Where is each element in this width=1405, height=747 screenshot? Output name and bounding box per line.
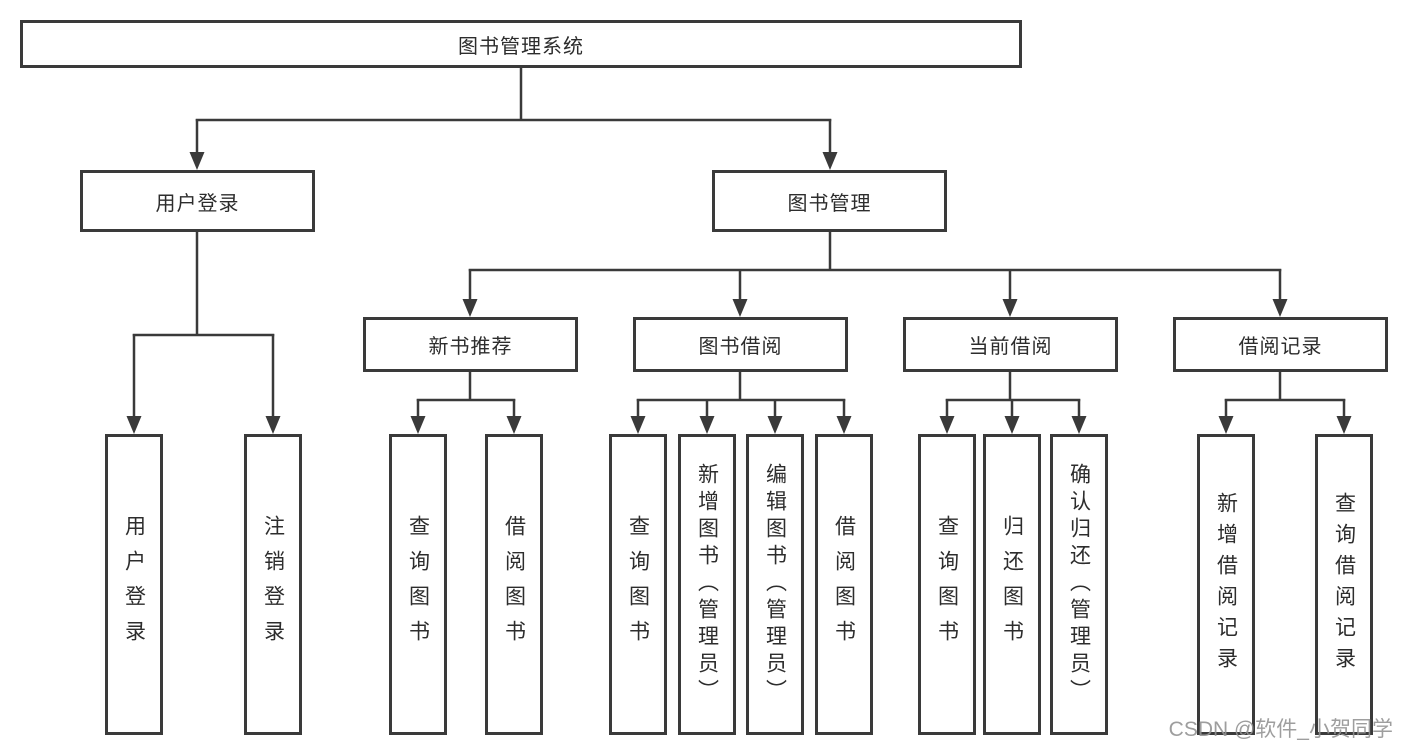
node-new-book-recommend: 新书推荐 (363, 317, 578, 372)
node-label: 查询借阅记录 (1332, 491, 1356, 678)
node-confirm-return-admin: 确认归还（管理员） (1050, 434, 1108, 735)
node-edit-books-admin: 编辑图书（管理员） (746, 434, 804, 735)
node-label: 查询图书 (935, 514, 959, 655)
node-book-management-system: 图书管理系统 (20, 20, 1022, 68)
node-label: 查询图书 (406, 514, 430, 655)
node-user-login-leaf: 用户登录 (105, 434, 163, 735)
node-add-books-admin: 新增图书（管理员） (678, 434, 736, 735)
connector-user-login-to-leaves (126, 232, 281, 434)
node-add-borrow-record: 新增借阅记录 (1197, 434, 1255, 735)
node-label: 借阅图书 (502, 514, 526, 655)
node-label: 借阅图书 (832, 514, 856, 655)
connector-root-to-level2 (189, 68, 838, 170)
node-borrowing-records: 借阅记录 (1173, 317, 1388, 372)
node-return-books: 归还图书 (983, 434, 1041, 735)
node-user-login: 用户登录 (80, 170, 315, 232)
node-label: 注销登录 (261, 514, 285, 655)
node-borrow-books-under-recommend: 借阅图书 (485, 434, 543, 735)
node-label: 图书管理系统 (458, 35, 584, 58)
node-label: 借阅记录 (1238, 336, 1323, 358)
node-label: 新增借阅记录 (1214, 491, 1238, 678)
connector-book-management-to-level3 (462, 232, 1288, 317)
node-label: 用户登录 (122, 514, 146, 655)
node-logout-leaf: 注销登录 (244, 434, 302, 735)
node-borrow-books-under-borrowing: 借阅图书 (815, 434, 873, 735)
node-label: 编辑图书（管理员） (763, 463, 787, 706)
node-label: 图书借阅 (698, 336, 783, 358)
node-book-borrowing: 图书借阅 (633, 317, 848, 372)
node-current-borrowing: 当前借阅 (903, 317, 1118, 372)
watermark-csdn: CSDN @软件_小贺同学 (1168, 718, 1393, 741)
node-label: 确认归还（管理员） (1067, 463, 1091, 706)
connector-book-borrowing-to-leaves (630, 372, 852, 434)
node-query-books-under-borrowing: 查询图书 (609, 434, 667, 735)
node-query-borrow-record: 查询借阅记录 (1315, 434, 1373, 735)
connector-borrowing-records-to-leaves (1218, 372, 1352, 434)
node-label: 归还图书 (1000, 514, 1024, 655)
node-book-management: 图书管理 (712, 170, 947, 232)
node-label: 新增图书（管理员） (695, 463, 719, 706)
connector-new-book-recommend-to-leaves (410, 372, 522, 434)
connector-current-borrowing-to-leaves (939, 372, 1087, 434)
node-query-books-under-recommend: 查询图书 (389, 434, 447, 735)
node-query-books-under-current: 查询图书 (918, 434, 976, 735)
node-label: 用户登录 (155, 192, 240, 215)
node-label: 新书推荐 (428, 336, 513, 358)
node-label: 当前借阅 (968, 336, 1053, 358)
node-label: 查询图书 (626, 514, 650, 655)
node-label: 图书管理 (787, 192, 872, 215)
